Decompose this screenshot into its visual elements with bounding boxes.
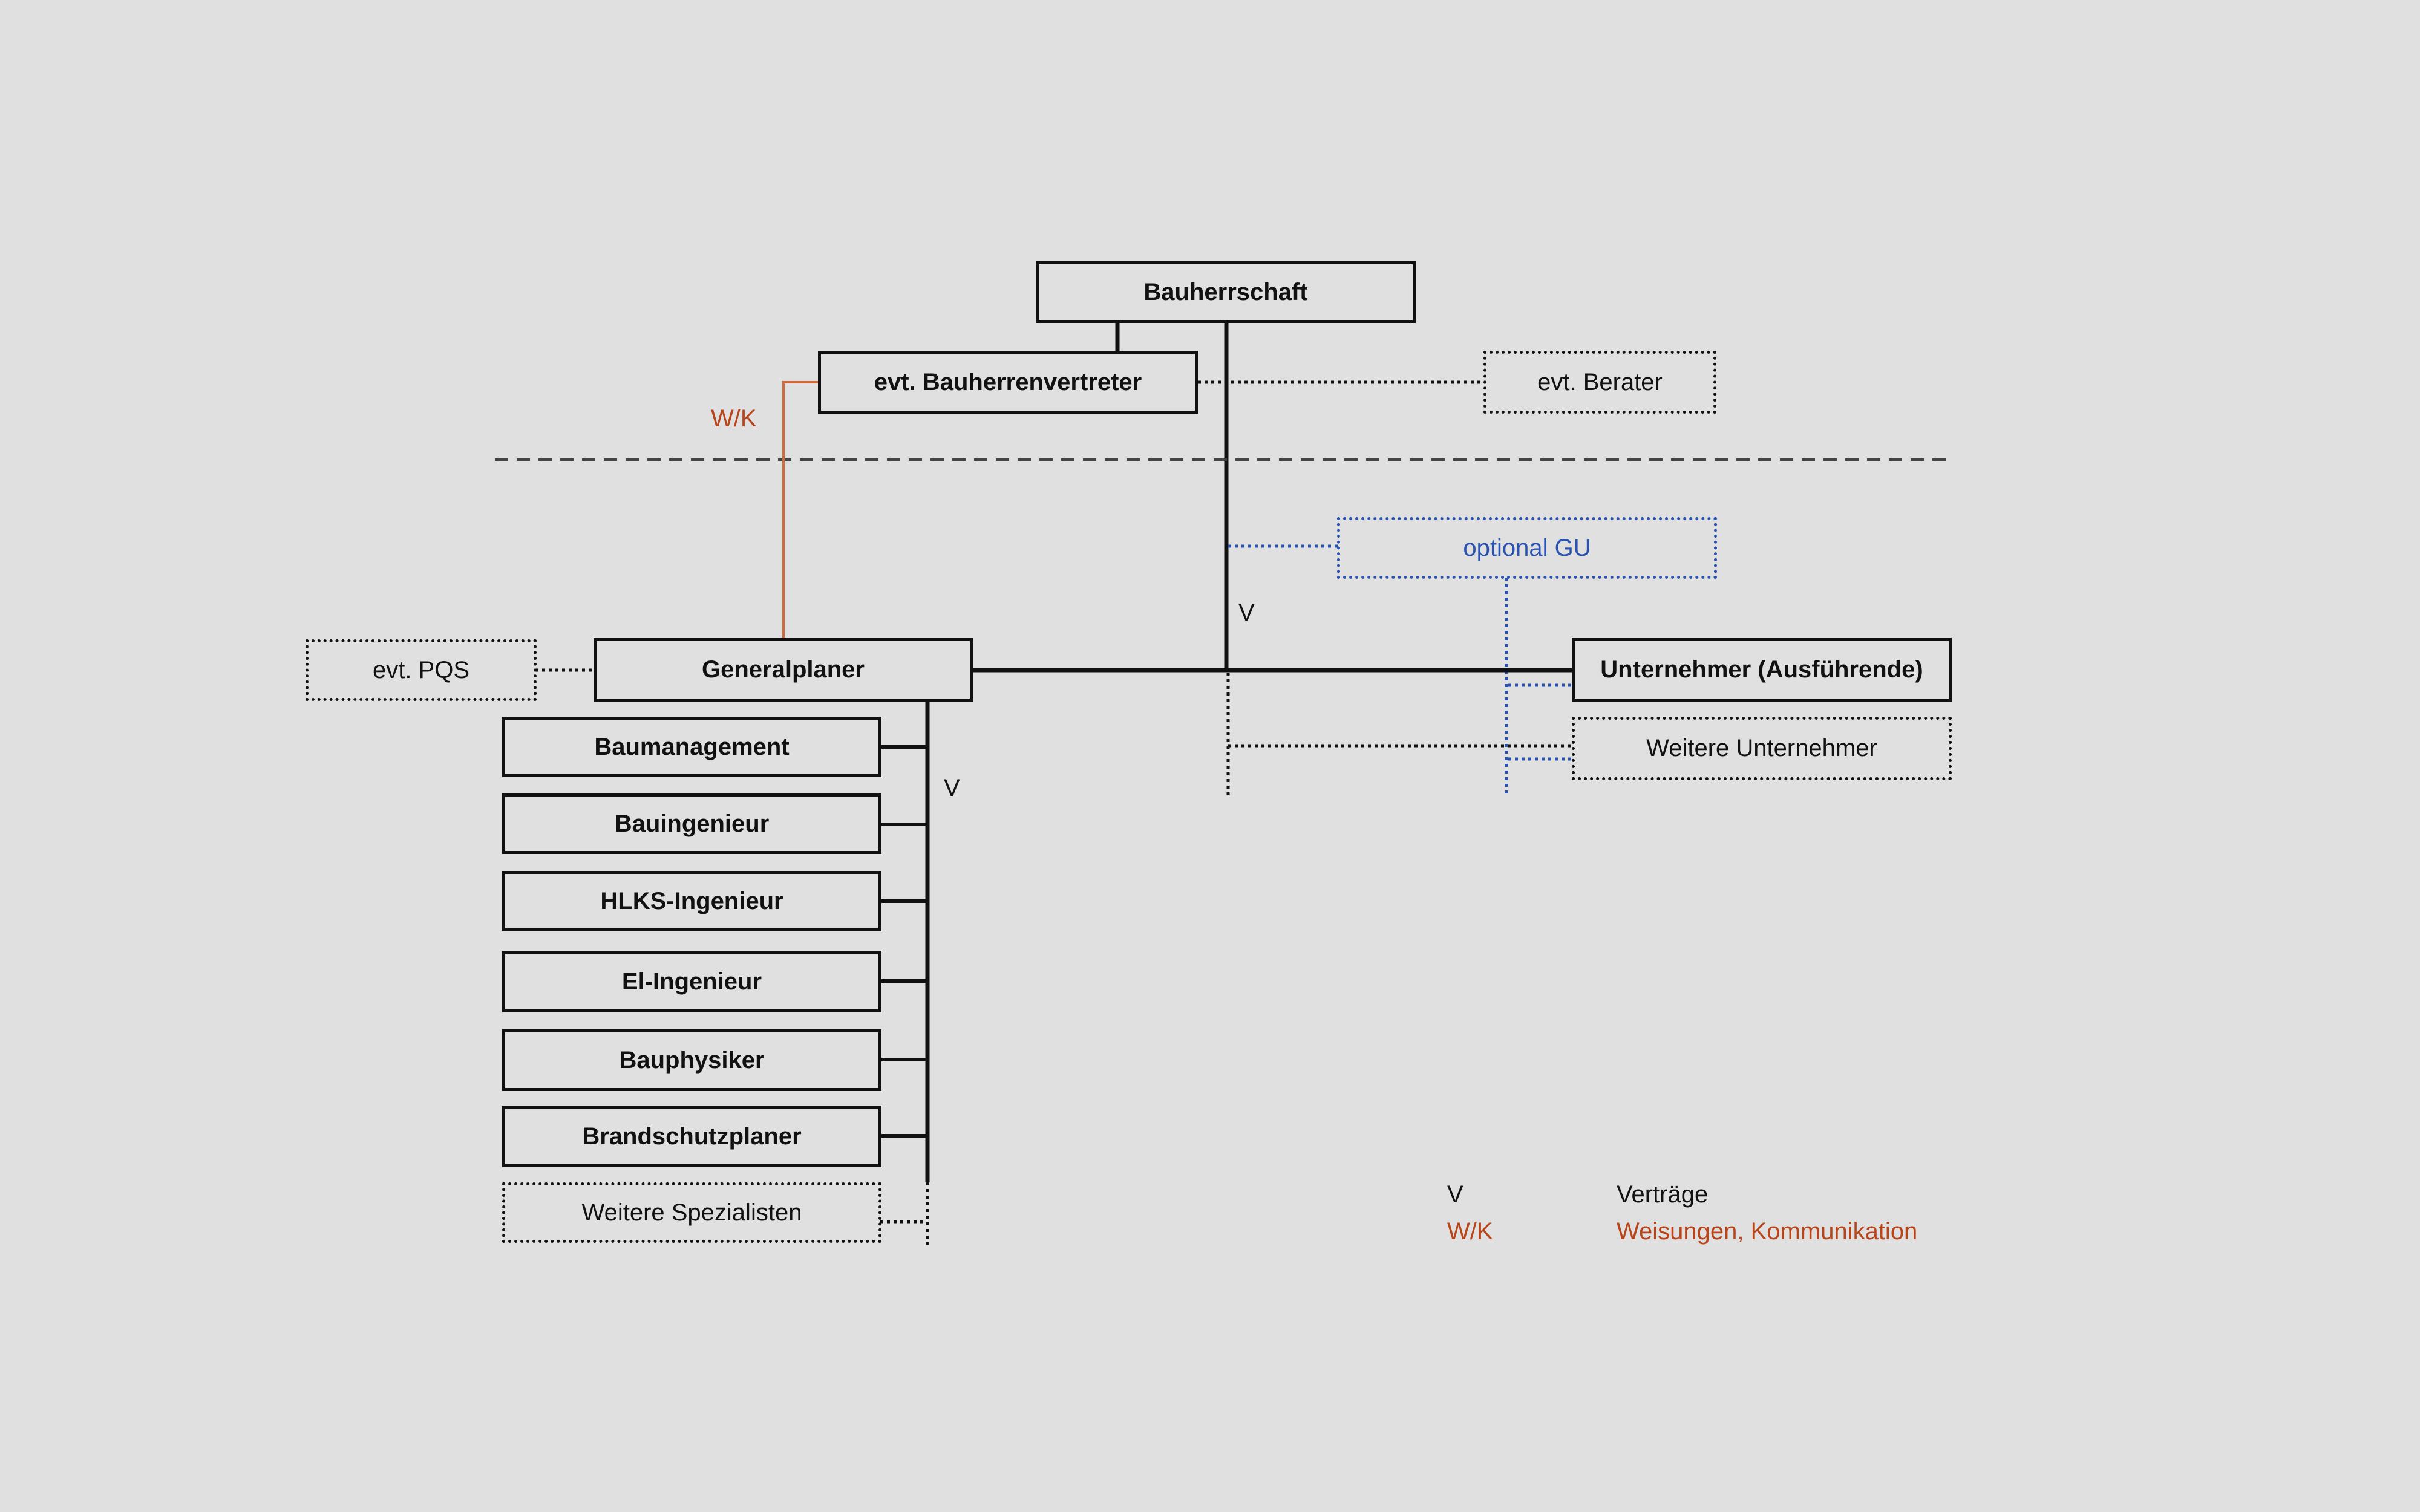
node-optional-gu: optional GU — [1337, 517, 1717, 579]
edge-label-v-planer: V — [944, 775, 960, 801]
node-el-ingenieur: El-Ingenieur — [502, 951, 881, 1012]
edge-label-v-main: V — [1238, 599, 1255, 626]
node-bauingenieur: Bauingenieur — [502, 793, 881, 854]
legend-text-vertraege: Verträge — [1617, 1181, 1709, 1208]
edge-label-wk: W/K — [711, 405, 757, 432]
node-weitere-spezialisten: Weitere Spezialisten — [502, 1182, 881, 1243]
node-bauherrschaft: Bauherrschaft — [1036, 261, 1416, 323]
node-bauherrenvertreter: evt. Bauherrenvertreter — [818, 351, 1198, 414]
legend-key-wk: W/K — [1447, 1218, 1493, 1245]
node-hlks-ingenieur: HLKS-Ingenieur — [502, 871, 881, 931]
node-evt-pqs: evt. PQS — [306, 639, 537, 701]
node-brandschutzplaner: Brandschutzplaner — [502, 1106, 881, 1167]
node-bauphysiker: Bauphysiker — [502, 1029, 881, 1091]
node-generalplaner: Generalplaner — [594, 638, 973, 702]
legend-text-weisungen: Weisungen, Kommunikation — [1617, 1218, 1918, 1245]
node-evt-berater: evt. Berater — [1483, 351, 1716, 414]
legend-key-v: V — [1447, 1181, 1463, 1208]
node-baumanagement: Baumanagement — [502, 717, 881, 777]
node-weitere-unternehmer: Weitere Unternehmer — [1572, 717, 1952, 780]
node-unternehmer: Unternehmer (Ausführende) — [1572, 638, 1952, 702]
connector-wk-orange — [782, 381, 820, 639]
